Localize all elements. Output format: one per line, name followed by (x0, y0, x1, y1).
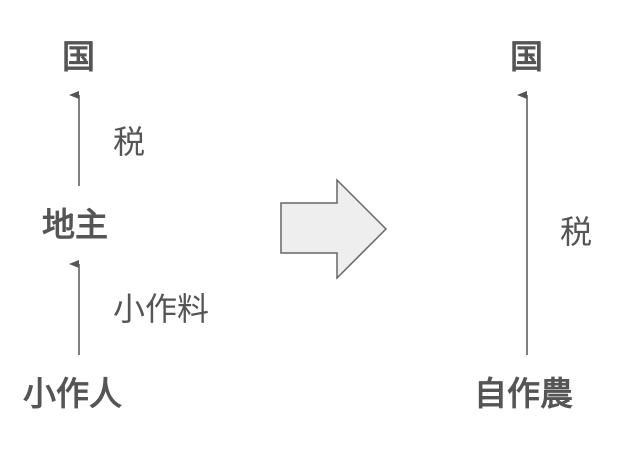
label-rent: 小作料 (113, 290, 210, 328)
node-landlord: 地主 (42, 205, 108, 244)
transition-block-arrow (280, 178, 388, 280)
label-tax-left: 税 (113, 123, 146, 161)
node-tenant-farmer: 小作人 (23, 374, 122, 413)
node-owner-farmer: 自作農 (474, 374, 573, 413)
node-state-right: 国 (510, 37, 543, 76)
node-state-left: 国 (62, 37, 95, 76)
label-tax-right: 税 (560, 213, 593, 251)
